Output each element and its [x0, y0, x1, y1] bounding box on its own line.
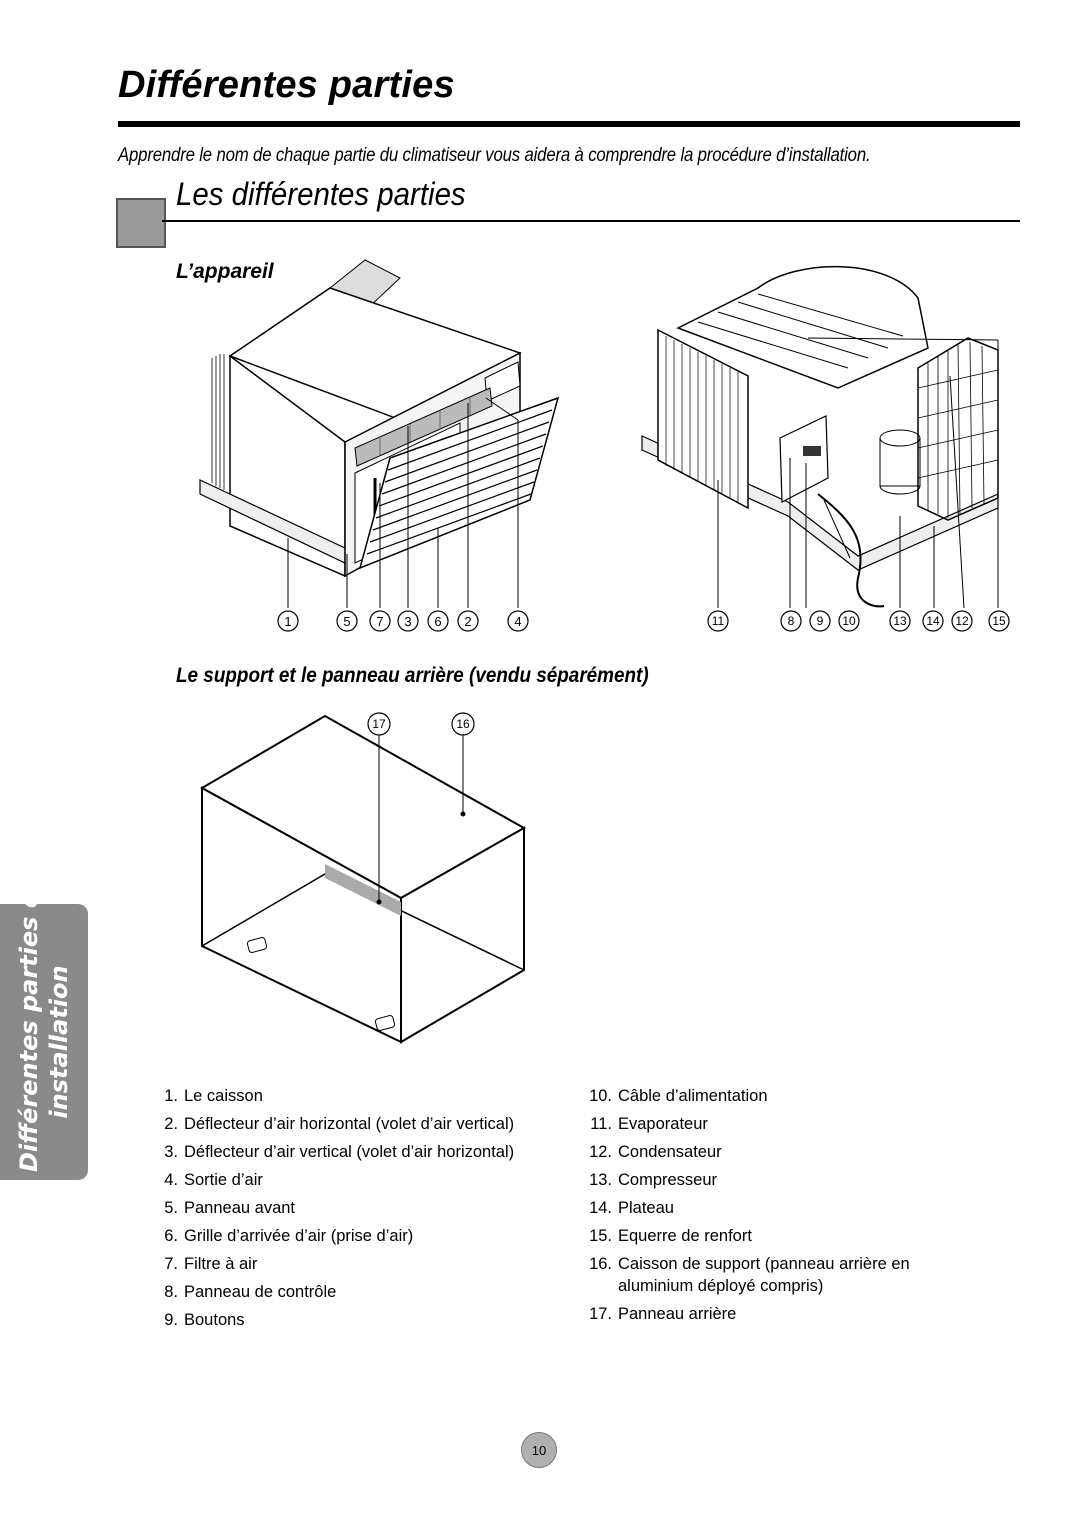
parts-legend-right: 10.Câble d’alimentation 11.Evaporateur 1…: [578, 1082, 958, 1328]
callout-2: 2: [464, 614, 471, 629]
unit-front-callouts: 1 5 7 3 6 2 4: [277, 610, 529, 632]
intro-text: Apprendre le nom de chaque partie du cli…: [118, 144, 871, 166]
callout-6: 6: [434, 614, 441, 629]
callout-11: 11: [712, 614, 725, 628]
page-number: 10: [531, 1442, 547, 1458]
callout-8: 8: [788, 614, 795, 628]
legend-item: 16.Caisson de support (panneau arrière e…: [589, 1255, 910, 1295]
section-title: Les différentes parties: [176, 176, 466, 212]
callout-12: 12: [955, 614, 969, 628]
callout-10: 10: [842, 614, 856, 628]
unit-front-illustration: [199, 259, 560, 608]
legend-item: 10.Câble d’alimentation: [589, 1087, 768, 1105]
chapter-tab: Différentes parties et installation: [0, 880, 88, 1180]
legend-item: 11.Evaporateur: [590, 1115, 708, 1133]
legend-item: 2.Déflecteur d’air horizontal (volet d’a…: [164, 1115, 515, 1133]
legend-item: 14.Plateau: [589, 1199, 674, 1217]
legend-item: 7.Filtre à air: [164, 1255, 258, 1273]
legend-item: 13.Compresseur: [589, 1171, 718, 1189]
legend-item: 8.Panneau de contrôle: [164, 1283, 337, 1301]
callout-13: 13: [893, 614, 907, 628]
legend-item: 15.Equerre de renfort: [589, 1227, 752, 1245]
sleeve-illustration: 17 16: [199, 712, 527, 1044]
callout-14: 14: [926, 614, 940, 628]
unit-internal-callouts: 11 8 9 10 13 14 12 15: [707, 610, 1010, 632]
chapter-tab-line-1: Différentes parties et: [15, 880, 43, 1172]
legend-item: 12.Condensateur: [589, 1143, 722, 1161]
callout-16: 16: [456, 717, 470, 731]
callout-17: 17: [372, 717, 386, 731]
parts-legend-left: 1.Le caisson 2.Déflecteur d’air horizont…: [148, 1082, 514, 1334]
page-number-badge: 10: [521, 1432, 557, 1468]
callout-9: 9: [817, 614, 824, 628]
callout-1: 1: [284, 614, 291, 629]
legend-item: 3.Déflecteur d’air vertical (volet d’air…: [164, 1143, 515, 1161]
subsection-unit-title: L’appareil: [176, 260, 274, 283]
legend-item: 4.Sortie d’air: [164, 1171, 263, 1189]
callout-3: 3: [404, 614, 411, 629]
section-rule: [162, 220, 1020, 222]
title-rule: [118, 121, 1020, 127]
subsection-support-title: Le support et le panneau arrière (vendu …: [176, 664, 649, 687]
legend-item: 1.Le caisson: [164, 1087, 263, 1105]
callout-5: 5: [343, 614, 350, 629]
legend-item: 9.Boutons: [164, 1311, 245, 1329]
callout-7: 7: [376, 614, 383, 629]
legend-item: 17.Panneau arrière: [589, 1305, 737, 1323]
legend-item: 5.Panneau avant: [164, 1199, 296, 1217]
chapter-tab-line-2: installation: [45, 965, 73, 1119]
section-marker: [116, 198, 166, 248]
page-title: Différentes parties: [118, 64, 455, 106]
legend-item: 6.Grille d’arrivée d’air (prise d’air): [164, 1227, 414, 1245]
unit-internal-illustration: [641, 265, 999, 608]
callout-15: 15: [992, 614, 1006, 628]
callout-4: 4: [514, 614, 521, 629]
